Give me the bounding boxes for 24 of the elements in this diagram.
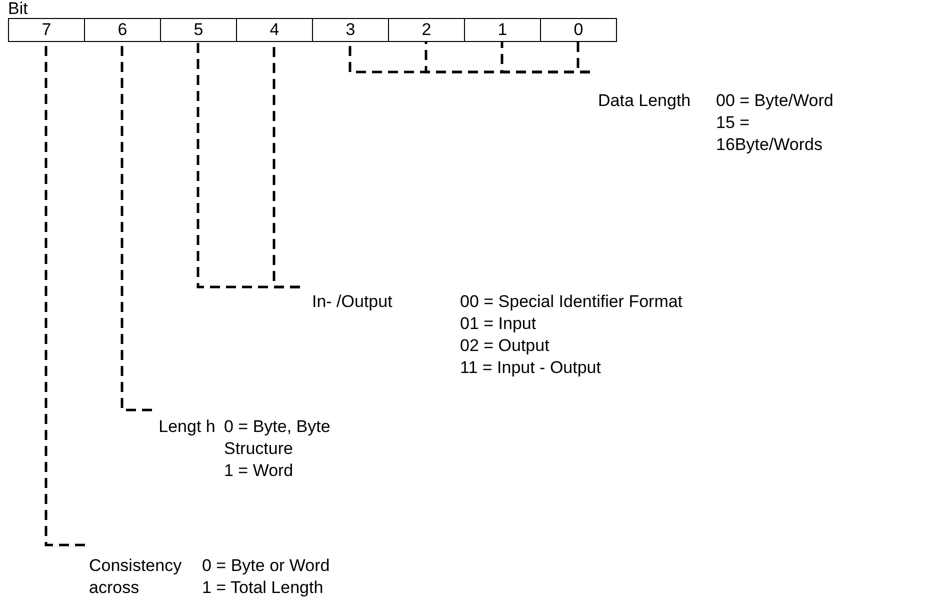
value-description: 02 = Output [460,335,550,357]
bit-cell: 0 [540,18,617,42]
value-description: 11 = Input - Output [460,357,602,379]
axis-label: Bit [8,0,28,18]
bit-cell: 1 [464,18,541,42]
field-name: Consistency across [89,555,183,598]
value-description: 0 = Byte or Word [202,555,331,577]
bit-cell: 3 [312,18,389,42]
value-description: 15 = 16Byte/Words [716,112,824,156]
bit-cell: 6 [84,18,161,42]
value-description: 01 = Input [460,313,538,335]
field-name: In- /Output [312,291,394,313]
value-description: 00 = Special Identifier Format [460,291,684,313]
bit-cell: 7 [8,18,85,42]
bit-cell: 4 [236,18,313,42]
value-description: 0 = Byte, Byte Structure [224,416,332,460]
field-name: Lengt h [158,416,216,438]
value-description: 1 = Total Length [202,577,324,598]
value-description: 00 = Byte/Word [716,90,834,112]
leader-line [576,42,590,74]
bit-cell: 5 [160,18,237,42]
value-description: 1 = Word [224,460,294,482]
field-name: Data Length [598,90,692,112]
bit-cell: 2 [388,18,465,42]
